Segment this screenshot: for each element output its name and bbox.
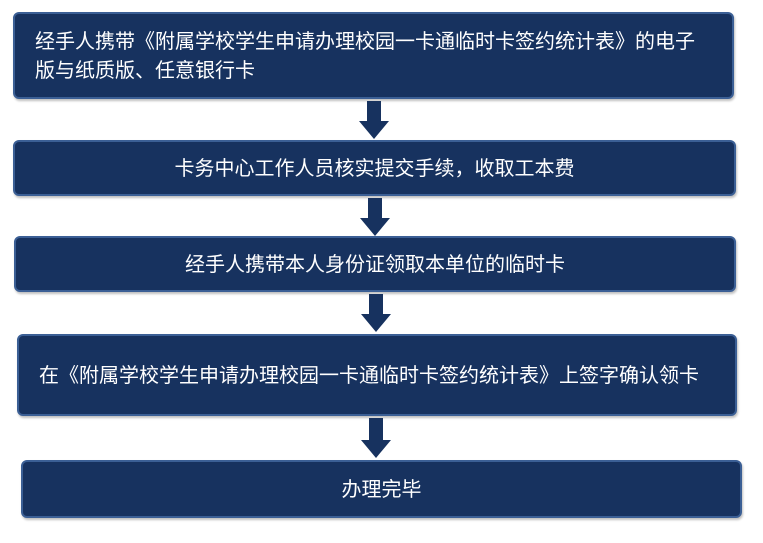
step-5-text: 办理完毕 <box>341 476 422 501</box>
step-1-text: 经手人携带《附属学校学生申请办理校园一卡通临时卡签约统计表》的电子版与纸质版、任… <box>35 28 695 82</box>
step-4-box: 在《附属学校学生申请办理校园一卡通临时卡签约统计表》上签字确认领卡 <box>17 334 737 416</box>
step-3-box: 经手人携带本人身份证领取本单位的临时卡 <box>14 236 736 292</box>
step-2-box: 卡务中心工作人员核实提交手续，收取工本费 <box>13 140 736 196</box>
step-1-box: 经手人携带《附属学校学生申请办理校园一卡通临时卡签约统计表》的电子版与纸质版、任… <box>13 12 734 99</box>
step-4-text: 在《附属学校学生申请办理校园一卡通临时卡签约统计表》上签字确认领卡 <box>39 362 699 387</box>
step-2-text: 卡务中心工作人员核实提交手续，收取工本费 <box>174 155 575 180</box>
step-5-box: 办理完毕 <box>21 460 742 518</box>
step-3-text: 经手人携带本人身份证领取本单位的临时卡 <box>185 251 565 276</box>
